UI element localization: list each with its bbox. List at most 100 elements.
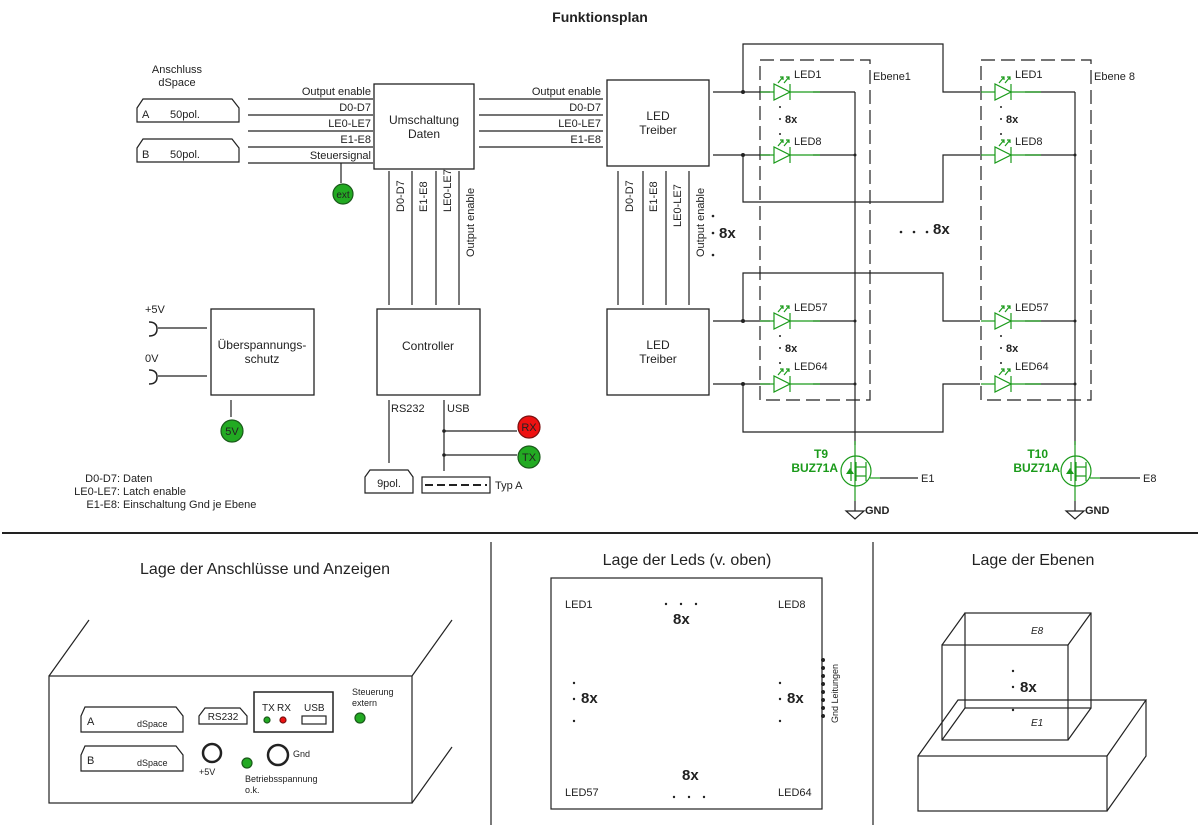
mid-signal-le0-le7: LE0-LE7 xyxy=(558,118,601,130)
vsig-le0-le7: LE0-LE7 xyxy=(442,169,454,212)
t10-ref: T10 xyxy=(1027,447,1048,461)
umschaltung-label-2: Daten xyxy=(408,127,440,141)
t10-type: BUZ71A xyxy=(1013,461,1060,475)
led-matrix-wiring xyxy=(713,43,1077,445)
steuerung-label: Steuerung xyxy=(352,687,394,697)
led8-label-e8: LED8 xyxy=(1015,136,1043,148)
led-treiber-top-label-2: Treiber xyxy=(639,123,677,137)
board-multipliers: 8x 8x 8x 8x xyxy=(572,602,804,799)
board-led8: LED8 xyxy=(778,599,806,611)
t10-gnd: GND xyxy=(1085,505,1110,517)
led-treiber-top xyxy=(606,79,710,167)
signal-steuersignal: Steuersignal xyxy=(310,150,371,162)
legend-value-2: Einschaltung Gnd je Ebene xyxy=(123,499,256,511)
connector-b: B 50pol. xyxy=(136,138,240,163)
ebene8-box xyxy=(980,59,1092,401)
serial-connector: 9pol. xyxy=(364,469,414,494)
panel-rs232-connector: RS232 xyxy=(198,707,248,725)
svg-text:8x: 8x xyxy=(673,611,690,628)
ext-led: ext xyxy=(332,183,354,205)
board-led1: LED1 xyxy=(565,599,593,611)
vsig-output-enable: Output enable xyxy=(465,188,477,257)
transistor-t9 xyxy=(840,441,918,520)
page-title: Funktionsplan xyxy=(552,9,648,25)
rx-led: RX xyxy=(517,415,541,439)
layer-multiplier: 8x xyxy=(899,221,950,238)
svg-text:TX: TX xyxy=(522,452,537,464)
t9-gnd: GND xyxy=(865,505,890,517)
usb-connector xyxy=(421,476,491,494)
legend-value-0: Daten xyxy=(123,473,152,485)
led-treiber-top-label: LED xyxy=(646,109,670,123)
svg-text:ext: ext xyxy=(336,190,350,201)
gnd-jack-label: Gnd xyxy=(293,749,310,759)
svg-text:dSpace: dSpace xyxy=(137,719,168,729)
ebene1-box xyxy=(759,59,871,401)
led64-label-e1: LED64 xyxy=(794,361,828,373)
t9-gate: E1 xyxy=(921,473,934,485)
betrieb-led xyxy=(241,757,253,769)
vsig-e1-e8: E1-E8 xyxy=(418,181,430,212)
ebene1-label: Ebene1 xyxy=(873,71,911,83)
panel-layers-title: Lage der Ebenen xyxy=(972,552,1095,569)
svg-text:8x: 8x xyxy=(933,221,950,238)
legend-key-1: LE0-LE7: xyxy=(74,486,120,498)
zero-v-jack-icon xyxy=(148,369,158,385)
transistor-t10 xyxy=(1060,441,1140,520)
legend-value-1: Latch enable xyxy=(123,486,186,498)
svg-text:8x: 8x xyxy=(1006,114,1019,126)
connector-a-letter: A xyxy=(142,109,150,121)
panel-connections-title: Lage der Anschlüsse und Anzeigen xyxy=(140,561,390,578)
ebene8-label: Ebene 8 xyxy=(1094,71,1135,83)
betrieb-label-2: o.k. xyxy=(245,785,260,795)
panel-connector-b: B dSpace xyxy=(80,745,184,772)
gnd-lines-pins xyxy=(821,658,825,718)
plus5v-jack-icon xyxy=(148,321,158,337)
layer-e1-label: E1 xyxy=(1031,718,1043,729)
layers-cube xyxy=(941,612,1092,741)
mid-signal-d0-d7: D0-D7 xyxy=(569,102,601,114)
controller-label: Controller xyxy=(402,339,454,353)
signal-d0-d7: D0-D7 xyxy=(339,102,371,114)
led8-label-e1: LED8 xyxy=(794,136,822,148)
usb-type-label: Typ A xyxy=(495,480,523,492)
device-housing xyxy=(48,619,453,804)
tsig-d0-d7: D0-D7 xyxy=(624,180,636,212)
tsig-le0-le7: LE0-LE7 xyxy=(672,184,684,227)
umschaltung-box xyxy=(373,83,475,170)
inner-multipliers: 8x 8x 8x 8x xyxy=(779,106,1019,364)
tsig-e1-e8: E1-E8 xyxy=(648,181,660,212)
connector-a-label: 50pol. xyxy=(170,109,200,121)
gnd-lines-label: Gnd Leitungen xyxy=(830,664,840,723)
dspace-heading: Anschluss xyxy=(152,64,203,76)
board-led57: LED57 xyxy=(565,787,599,799)
layers-multiplier: 8x xyxy=(1011,669,1037,712)
mid-signal-lines xyxy=(479,98,603,148)
steuerung-label-2: extern xyxy=(352,698,377,708)
connector-b-label: 50pol. xyxy=(170,149,200,161)
led57-label-e8: LED57 xyxy=(1015,302,1049,314)
svg-text:8x: 8x xyxy=(682,767,699,784)
connector-b-letter: B xyxy=(142,149,149,161)
svg-text:8x: 8x xyxy=(1006,343,1019,355)
led1-label-e1: LED1 xyxy=(794,69,822,81)
svg-text:9pol.: 9pol. xyxy=(377,478,401,490)
led64-label-e8: LED64 xyxy=(1015,361,1049,373)
svg-text:8x: 8x xyxy=(785,343,798,355)
plus5v-jack xyxy=(201,742,223,764)
signal-e1-e8: E1-E8 xyxy=(340,134,371,146)
led-treiber-bottom-label-2: Treiber xyxy=(639,352,677,366)
legend-key-2: E1-E8: xyxy=(86,499,120,511)
steuerung-led xyxy=(354,712,366,724)
mid-signal-output-enable: Output enable xyxy=(532,86,601,98)
svg-text:RX: RX xyxy=(521,422,537,434)
gnd-jack xyxy=(266,743,290,767)
power-led: 5V xyxy=(220,419,244,443)
mid-signal-e1-e8: E1-E8 xyxy=(570,134,601,146)
controller-box xyxy=(376,308,481,396)
tx-led: TX xyxy=(517,445,541,469)
svg-text:8x: 8x xyxy=(1020,679,1037,696)
svg-text:dSpace: dSpace xyxy=(137,758,168,768)
zero-v-label: 0V xyxy=(145,353,159,365)
